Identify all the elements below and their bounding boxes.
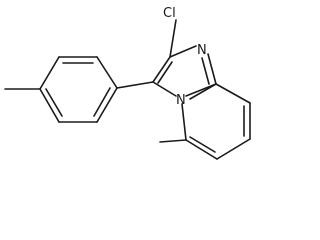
bond: [152, 81, 177, 97]
methyl-bond: [159, 139, 187, 143]
chlorine-label: Cl: [163, 6, 176, 21]
double-bond: [189, 136, 216, 153]
bond: [181, 103, 187, 141]
bond: [152, 56, 171, 83]
tolyl-ring: [4, 56, 118, 123]
pyridine-ring: [181, 83, 251, 160]
chlorine-bond: [169, 19, 177, 58]
bond: [96, 87, 118, 123]
structure-diagram: Cl N N: [4, 6, 251, 160]
imidazole-nitrogen-label: N: [197, 43, 207, 58]
bond: [215, 83, 251, 104]
bond: [216, 138, 251, 160]
bond: [207, 53, 217, 85]
aryl-link-bond: [116, 81, 154, 89]
double-bond: [157, 61, 173, 84]
bond: [189, 83, 217, 100]
bond: [39, 56, 60, 90]
double-bond: [93, 87, 111, 117]
bond: [169, 45, 197, 58]
bond: [185, 139, 218, 160]
atom-labels: Cl N N: [163, 6, 207, 108]
double-bond: [45, 88, 63, 117]
bond: [96, 56, 118, 89]
bond: [39, 88, 60, 123]
bridgehead-nitrogen-label: N: [176, 93, 186, 108]
imidazole-ring: [152, 45, 217, 97]
double-bond: [201, 57, 210, 85]
